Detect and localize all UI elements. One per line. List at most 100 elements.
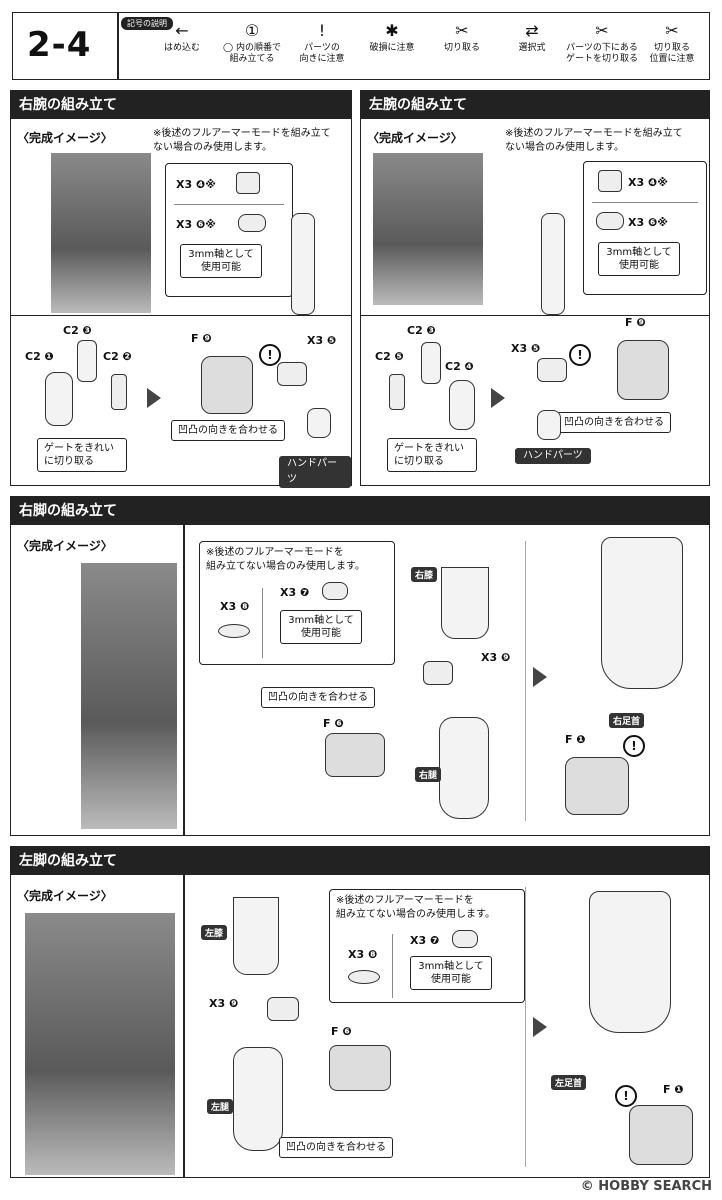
legend-label: ◯ 内の順番で 組み立てる xyxy=(223,43,281,64)
legend-label: パーツの 向きに注意 xyxy=(299,43,345,64)
next-step-arrow xyxy=(533,1017,547,1037)
part-c2-2: C2 ❷ xyxy=(103,350,132,363)
section-right-leg: 右脚の組み立て 〈完成イメージ〉 ※後述のフルアーマーモードを 組み立てない場合… xyxy=(10,496,710,836)
alt-parts-box: X3 ❹※ X3 ❻※ 3mm軸として 使用可能 xyxy=(583,161,707,295)
hand-part xyxy=(307,408,331,438)
forearm-part xyxy=(45,372,73,426)
joint-part xyxy=(267,997,299,1021)
left-knee-label: 左膝 xyxy=(201,925,228,940)
part-f-1: F ❶ xyxy=(565,733,586,746)
legend-item: ✱破損に注意 xyxy=(353,21,431,54)
shin-part xyxy=(233,1047,283,1151)
part-c2-3: C2 ❸ xyxy=(407,324,436,337)
full-armor-note: ※後述のフルアーマーモードを 組み立てない場合のみ使用します。 xyxy=(206,547,365,572)
part-c2-5: C2 ❺ xyxy=(375,350,404,363)
part-x3-5: X3 ❺ xyxy=(307,334,337,347)
section-left-leg: 左脚の組み立て 〈完成イメージ〉 左膝 X3 ❾ 左腿 ※後述のフルアーマーモー… xyxy=(10,846,710,1178)
section-title: 左脚の組み立て xyxy=(11,847,709,875)
part-4-shape xyxy=(236,172,260,194)
elbow-joint xyxy=(277,362,307,386)
part-x3-9: X3 ❾ xyxy=(481,651,511,664)
part-x3-4: X3 ❹※ xyxy=(176,178,216,191)
next-step-arrow xyxy=(147,388,161,408)
part-7-shape xyxy=(322,582,348,600)
right-ankle-label: 右足首 xyxy=(609,713,645,728)
part-f-9: F ❾ xyxy=(191,332,212,345)
alt-parts-box: ※後述のフルアーマーモードを 組み立てない場合のみ使用します。 X3 ❽ X3 … xyxy=(329,889,525,1003)
legend-label: パーツの下にある ゲートを切り取る xyxy=(565,43,638,64)
full-armor-note: ※後述のフルアーマーモードを組み立て ない場合のみ使用します。 xyxy=(505,128,683,153)
hand-parts-label: ハンドパーツ xyxy=(515,448,591,464)
shaft-note: 3mm軸として 使用可能 xyxy=(180,244,262,278)
joint-part xyxy=(423,661,453,685)
divider xyxy=(592,202,698,203)
part-x3-9: X3 ❾ xyxy=(209,997,239,1010)
caution-icon: ! xyxy=(623,735,645,757)
assembly-panel: C2 ❸ C2 ❺ C2 ❹ ゲートをきれい に切り取る X3 ❺ ! F ❾ … xyxy=(361,315,709,485)
assembly-panel: C2 ❸ C2 ❶ C2 ❷ ゲートをきれい に切り取る F ❾ ! X3 ❺ … xyxy=(11,315,351,488)
part-6-shape xyxy=(596,212,624,230)
hand-parts-label: ハンドパーツ xyxy=(279,456,351,488)
part-f-6: F ❻ xyxy=(331,1025,352,1038)
right-knee-label: 右膝 xyxy=(411,567,438,582)
part-c2-1: C2 ❶ xyxy=(25,350,54,363)
knee-armor-part xyxy=(325,733,385,777)
forearm-part xyxy=(449,380,475,430)
knee-armor-part xyxy=(329,1045,391,1091)
legend-item: ✂パーツの下にある ゲートを切り取る xyxy=(563,21,641,65)
align-note: 凹凸の向きを合わせる xyxy=(171,420,285,441)
divider xyxy=(183,525,185,835)
complete-image-label: 〈完成イメージ〉 xyxy=(17,889,113,903)
washer-part xyxy=(348,970,380,984)
knee-part xyxy=(441,567,489,639)
legend-symbol-icon: ! xyxy=(318,21,326,40)
divider xyxy=(525,541,526,821)
legend-title: 記号の説明 xyxy=(121,17,173,30)
upper-arm-part xyxy=(541,213,565,315)
legend-label: 選択式 xyxy=(518,43,546,53)
shield-part xyxy=(201,356,253,414)
legend-divider xyxy=(117,13,119,79)
shaft-note: 3mm軸として 使用可能 xyxy=(598,242,680,276)
part-x3-8: X3 ❽ xyxy=(220,600,250,613)
section-title: 右腕の組み立て xyxy=(11,91,351,119)
full-armor-note: ※後述のフルアーマーモードを組み立て ない場合のみ使用します。 xyxy=(153,128,331,153)
assembled-leg xyxy=(601,537,683,689)
legend-label: はめ込む xyxy=(163,43,200,53)
divider xyxy=(525,887,526,1167)
part-x3-6: X3 ❻※ xyxy=(628,216,668,229)
divider xyxy=(392,934,393,998)
washer-part xyxy=(218,624,250,638)
divider xyxy=(183,875,185,1177)
legend-symbol-icon: ✱ xyxy=(385,21,399,40)
caution-icon: ! xyxy=(259,344,281,366)
section-title: 左腕の組み立て xyxy=(361,91,709,119)
part-x3-8: X3 ❽ xyxy=(348,948,378,961)
gate-note: ゲートをきれい に切り取る xyxy=(37,438,127,472)
complete-image-label: 〈完成イメージ〉 xyxy=(17,539,113,553)
armor-part xyxy=(389,374,405,410)
section-title: 右脚の組み立て xyxy=(11,497,709,525)
legend-symbol-icon: ⇄ xyxy=(525,21,539,40)
elbow-joint xyxy=(537,358,567,382)
shield-part xyxy=(617,340,669,400)
part-x3-4: X3 ❹※ xyxy=(628,176,668,189)
legend-label: 切り取る 位置に注意 xyxy=(649,43,695,64)
part-4-shape xyxy=(598,170,622,192)
legend-item: ✂切り取る 位置に注意 xyxy=(633,21,711,65)
align-note: 凹凸の向きを合わせる xyxy=(261,687,375,708)
shin-part xyxy=(439,717,489,819)
shaft-note: 3mm軸として 使用可能 xyxy=(280,610,362,644)
part-7-shape xyxy=(452,930,478,948)
part-c2-3: C2 ❸ xyxy=(63,324,92,337)
part-x3-6: X3 ❻※ xyxy=(176,218,216,231)
foot-part xyxy=(565,757,629,815)
alt-parts-box: X3 ❹※ X3 ❻※ 3mm軸として 使用可能 xyxy=(165,163,293,297)
completed-figure-photo xyxy=(25,913,175,1175)
alt-parts-box: ※後述のフルアーマーモードを 組み立てない場合のみ使用します。 X3 ❽ X3 … xyxy=(199,541,395,665)
legend-item: ⇄ 選択式 xyxy=(493,21,571,54)
part-f-9: F ❾ xyxy=(625,316,646,329)
gate-note: ゲートをきれい に切り取る xyxy=(387,438,477,472)
joint-part xyxy=(421,342,441,384)
